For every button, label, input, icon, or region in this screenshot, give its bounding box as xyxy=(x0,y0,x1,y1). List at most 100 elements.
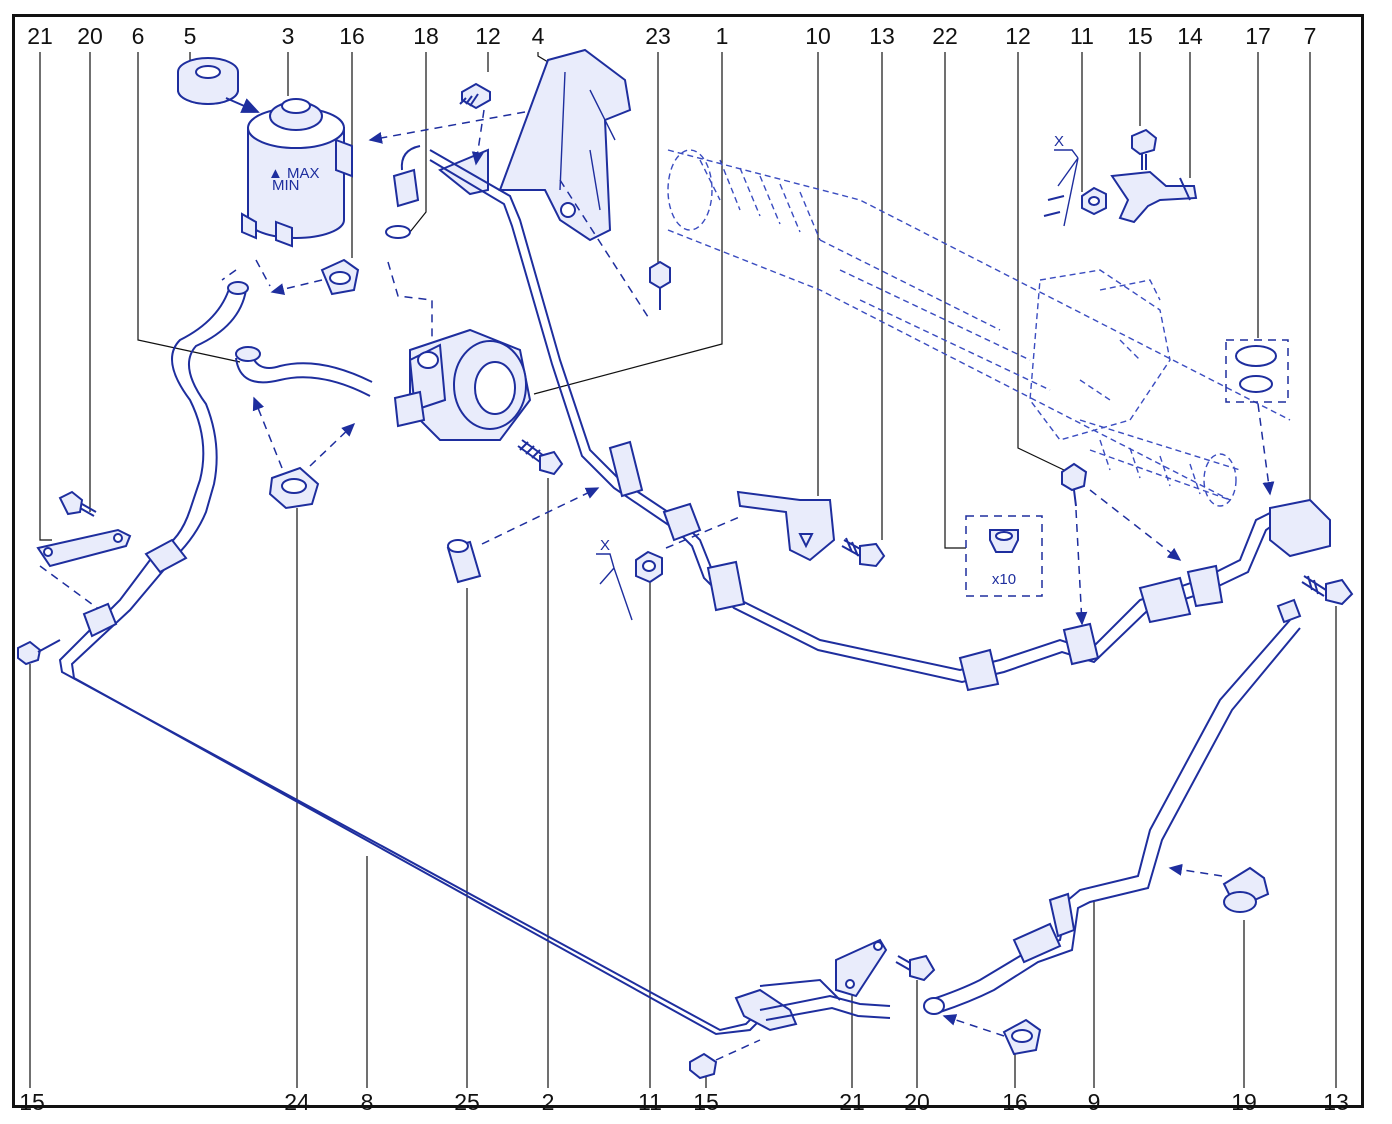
reservoir-assembly: ▲ MAX MIN xyxy=(177,57,526,248)
bolt-12-right-arrow-a xyxy=(1075,509,1088,626)
callout-top-12a: 12 xyxy=(475,23,501,49)
callout-bottom-8: 8 xyxy=(361,1089,374,1115)
rack-left-end xyxy=(667,149,713,231)
bolt-20-bottom xyxy=(895,954,936,982)
leader-18 xyxy=(409,52,427,233)
detail-box-22: x10 xyxy=(965,515,1043,597)
callout-bottom-11: 11 xyxy=(638,1089,662,1115)
top-leader-lines xyxy=(39,52,1311,549)
callout-bottom-15b: 15 xyxy=(693,1089,719,1115)
hose-return-left xyxy=(159,281,249,557)
callout-top-22: 22 xyxy=(932,23,958,49)
reservoir-marking-a: ▲ MAX xyxy=(268,165,320,182)
hose-clip-16-bottom xyxy=(1002,1018,1042,1056)
bolt-13-upper xyxy=(841,537,886,568)
callout-top-3: 3 xyxy=(282,23,295,49)
hose-clip-24 xyxy=(268,466,320,510)
rack-boot-right xyxy=(1079,419,1241,501)
callout-top-14: 14 xyxy=(1177,23,1203,49)
pipe-9 xyxy=(923,598,1302,1015)
hose-6 xyxy=(235,346,373,397)
rack-valve-housing xyxy=(1029,269,1171,441)
bolt-13-right xyxy=(1301,575,1354,606)
callout-top-10: 10 xyxy=(805,23,831,49)
o-ring-guide-dash xyxy=(387,261,433,340)
union-25 xyxy=(446,539,482,584)
callout-bottom-20: 20 xyxy=(904,1089,930,1115)
reservoir-cap xyxy=(177,57,239,105)
bracket-14 xyxy=(1110,170,1198,224)
leader-12b xyxy=(1017,52,1065,471)
hose-return-guide xyxy=(221,259,271,287)
callout-top-7: 7 xyxy=(1304,23,1317,49)
rack-valve-details xyxy=(1079,279,1161,401)
leader-4 xyxy=(537,52,549,63)
leader-21 xyxy=(39,52,52,541)
pipe-high-pressure xyxy=(429,149,1331,692)
detail-x-label-2: X xyxy=(1054,133,1064,150)
rack-body-lines xyxy=(819,239,1051,391)
nut-11-center: X xyxy=(596,537,663,621)
callout-top-12b: 12 xyxy=(1005,23,1031,49)
x-dimension-lines-1 xyxy=(596,553,633,621)
callout-top-13: 13 xyxy=(869,23,895,49)
callout-bottom-9: 9 xyxy=(1088,1089,1101,1115)
rack-bottom-outline xyxy=(667,229,1231,501)
pump-bracket xyxy=(438,48,632,242)
callout-top-1: 1 xyxy=(716,23,729,49)
bolt-2 xyxy=(517,439,564,476)
callout-bottom-2: 2 xyxy=(542,1089,555,1115)
cap-arrow xyxy=(225,97,260,113)
detail-17-arrow xyxy=(1257,403,1275,496)
callout-top-4: 4 xyxy=(532,23,545,49)
pipe-8-bottom-end xyxy=(734,978,891,1032)
callout-top-18: 18 xyxy=(413,23,439,49)
leader-6 xyxy=(137,52,241,363)
callout-top-23: 23 xyxy=(645,23,671,49)
bolt-23 xyxy=(649,260,671,310)
callout-top-17: 17 xyxy=(1245,23,1271,49)
callout-top-20: 20 xyxy=(77,23,103,49)
bottom-callouts: 15 24 8 25 2 11 15 21 20 16 9 19 13 xyxy=(19,1089,1349,1115)
callout-top-16: 16 xyxy=(339,23,365,49)
hose-clip-16-top xyxy=(320,258,360,296)
reservoir-body: ▲ MAX MIN xyxy=(241,98,353,248)
rack-top-outline xyxy=(667,149,1291,421)
bracket-21-left xyxy=(36,528,132,568)
bracket-21-bottom xyxy=(835,938,888,998)
bolt-12-right xyxy=(1061,462,1088,507)
quantity-label: x10 xyxy=(992,571,1016,588)
pipe-8 xyxy=(58,538,767,1036)
reservoir-bracket-arrow xyxy=(368,111,526,144)
detail-box-17 xyxy=(1225,339,1289,403)
clip-19-arrow xyxy=(1168,863,1223,877)
steering-rack-ghost xyxy=(667,149,1291,507)
fitting-25-arrow xyxy=(481,487,600,545)
callout-top-15: 15 xyxy=(1127,23,1153,49)
x-dimension-lines-2 xyxy=(1054,149,1079,227)
callout-bottom-13: 13 xyxy=(1323,1089,1349,1115)
nut-11-top xyxy=(1081,186,1107,216)
bracket-10 xyxy=(736,490,836,562)
callout-bottom-25: 25 xyxy=(454,1089,480,1115)
callout-bottom-19: 19 xyxy=(1231,1089,1257,1115)
leader-1 xyxy=(533,52,723,395)
rack-right-end xyxy=(1203,453,1237,507)
bolt-20-left xyxy=(58,490,97,517)
callout-bottom-24: 24 xyxy=(284,1089,310,1115)
detail-box-22-frame xyxy=(965,515,1043,597)
callout-bottom-16: 16 xyxy=(1002,1089,1028,1115)
clip-19 xyxy=(1222,866,1270,913)
clip-16-bottom-arrow xyxy=(942,1014,1005,1037)
o-ring-18 xyxy=(385,145,421,239)
pump xyxy=(393,328,532,441)
bolt-15-bottom xyxy=(689,1039,761,1080)
clip-16-arrow xyxy=(270,279,323,296)
bolt-12-top xyxy=(459,82,491,110)
callout-bottom-15a: 15 xyxy=(19,1089,45,1115)
callout-top-6: 6 xyxy=(132,23,145,49)
callout-top-5: 5 xyxy=(184,23,197,49)
clip-24-arrow-b xyxy=(309,422,356,467)
bolt-15-left xyxy=(17,639,61,666)
